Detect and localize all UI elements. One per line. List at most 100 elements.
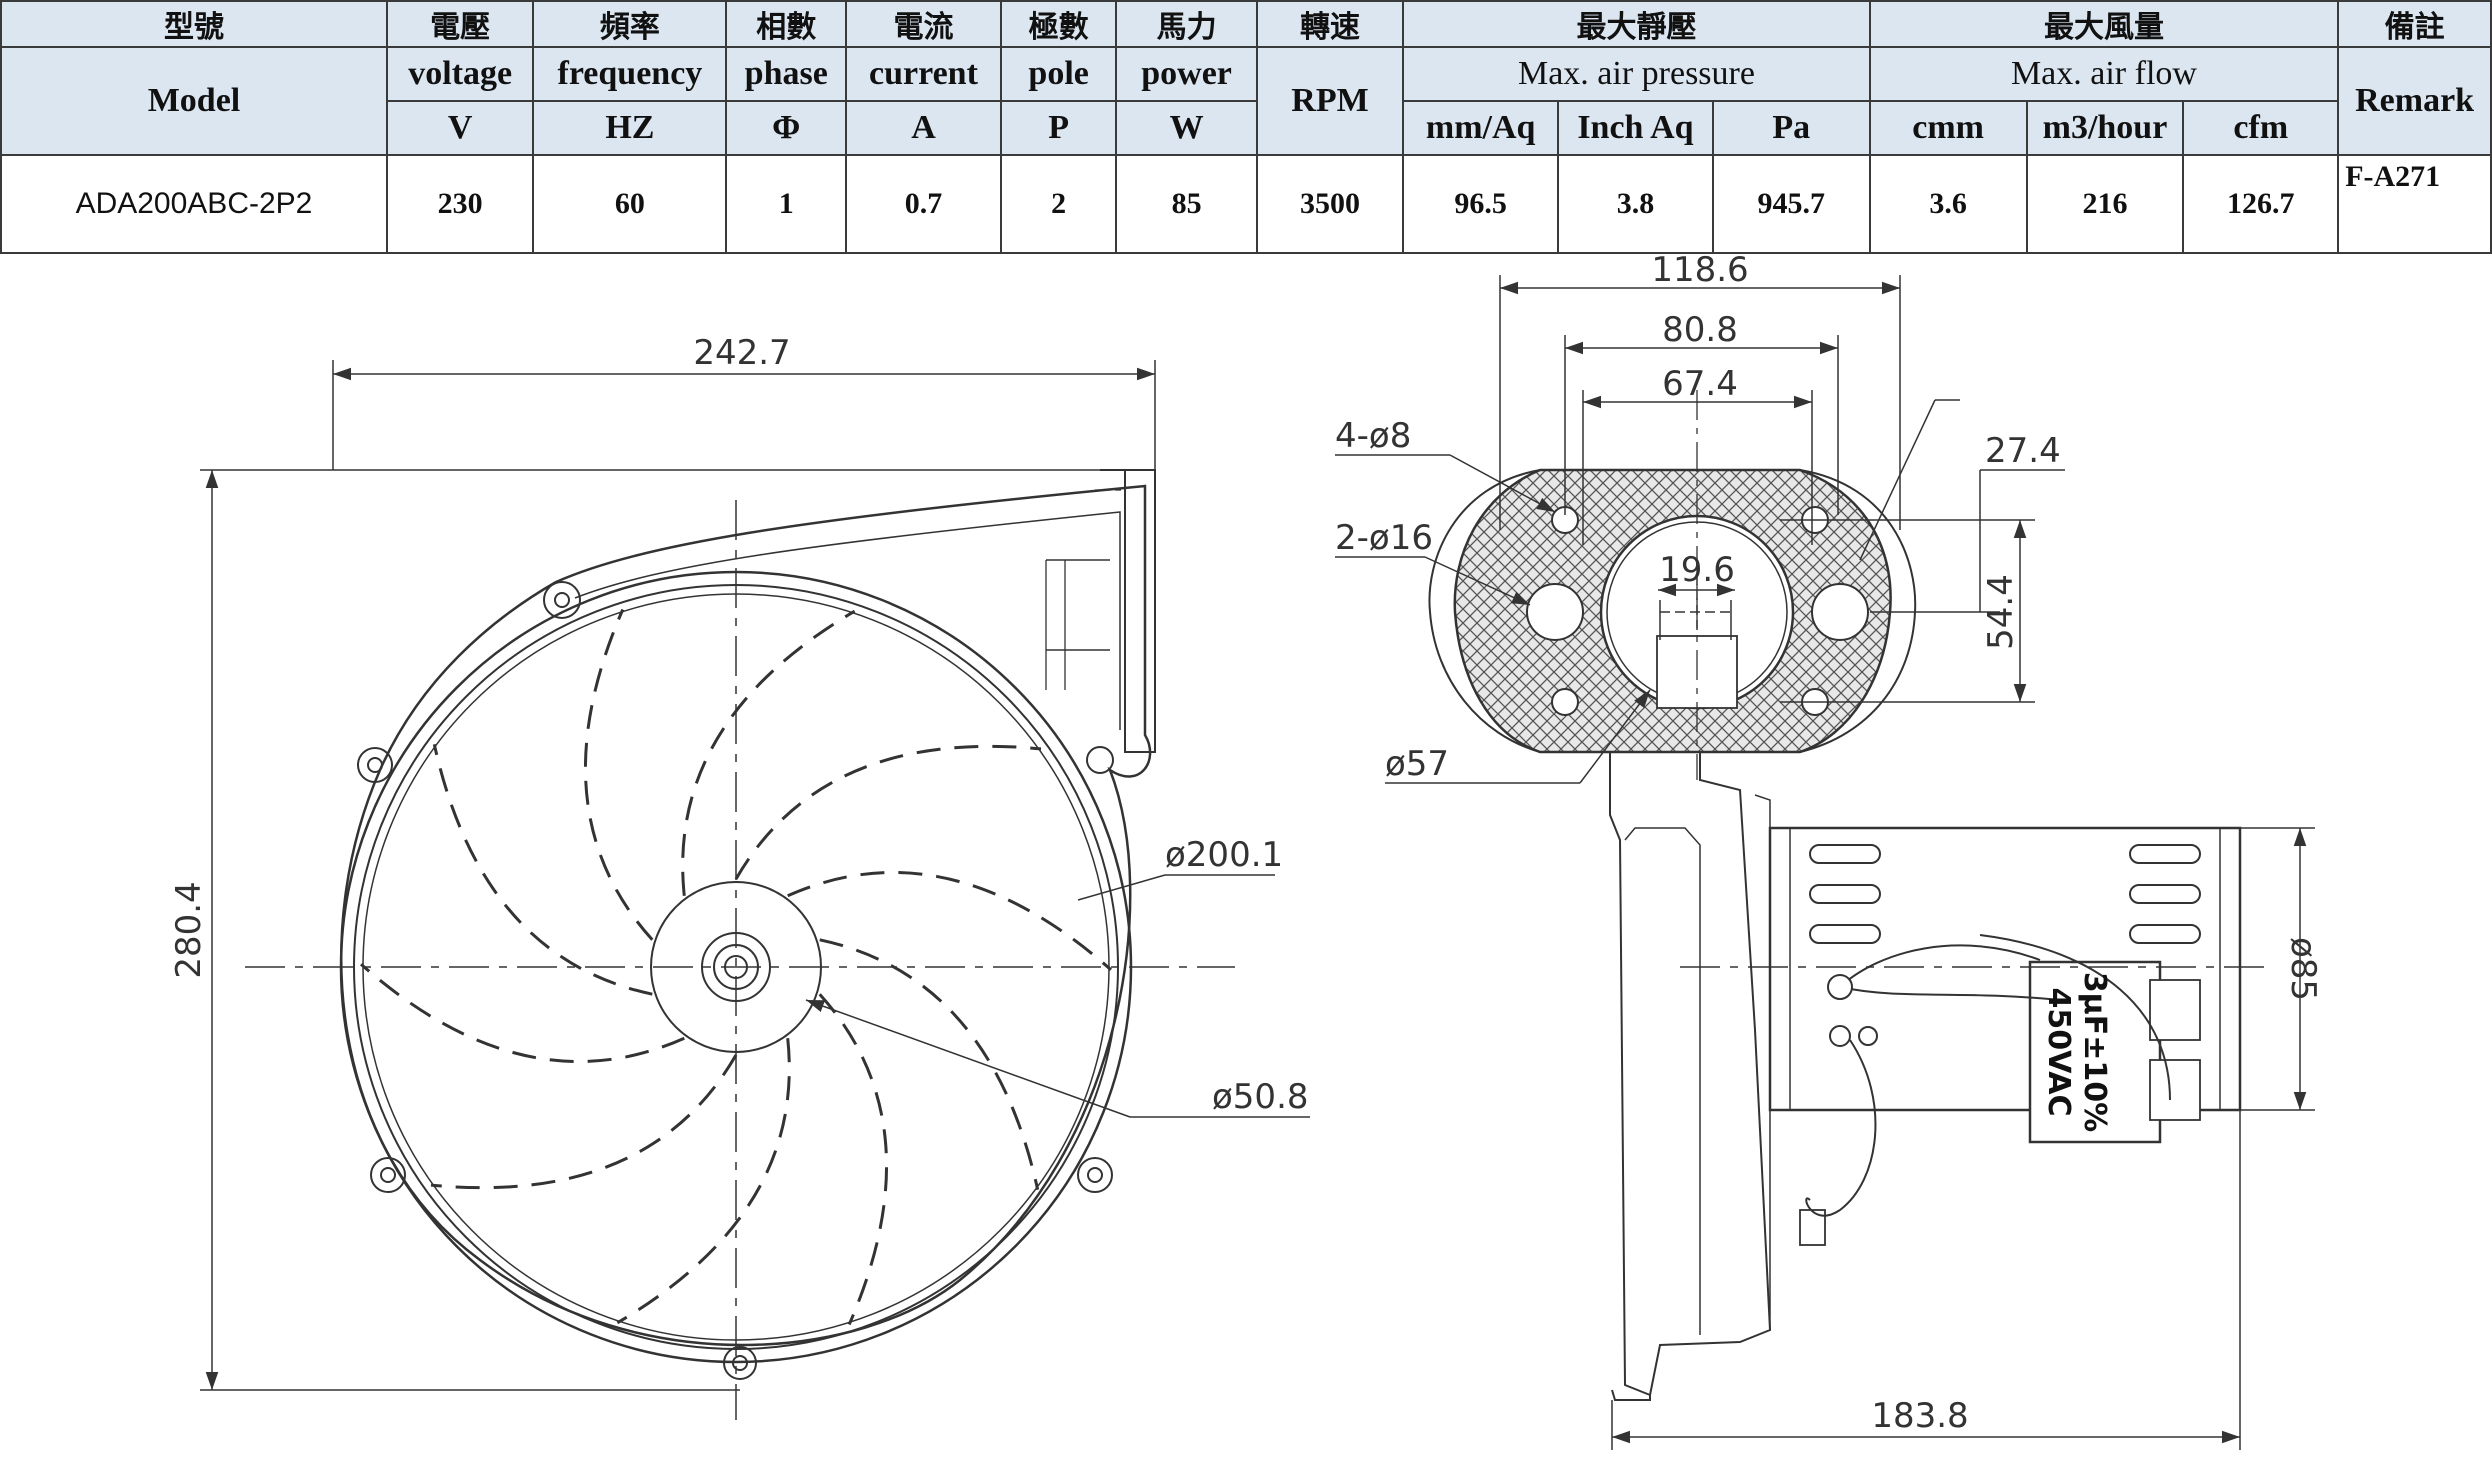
header-power: power (1115, 46, 1258, 102)
hole-large-right (1811, 583, 1869, 641)
unit-voltage: V (385, 100, 535, 156)
vent-slot (1809, 844, 1881, 864)
header-phase-zh: 相數 (725, 0, 848, 48)
leader-housing-dia (1077, 874, 1166, 901)
header-remark-zh: 備註 (2337, 0, 2492, 48)
header-rpm-zh: 轉速 (1255, 0, 1405, 48)
housing-side-inner (1624, 827, 1701, 1335)
dim-hole-pitch: 80.8 (1662, 310, 1738, 350)
value-phase: 1 (725, 154, 848, 254)
wire-grommet (1827, 974, 1853, 1000)
header-phase: phase (725, 46, 848, 102)
header-voltage-zh: 電壓 (385, 0, 535, 48)
dim-hub-dia: ø50.8 (1212, 1077, 1309, 1117)
housing-outline (340, 484, 1152, 1347)
header-model: Model (0, 46, 388, 156)
capacitor-terminal-2 (2149, 1059, 2201, 1121)
value-pa: 945.7 (1711, 154, 1871, 254)
unit-inch-aq: Inch Aq (1557, 100, 1714, 156)
front-view (200, 360, 1310, 1420)
impeller-blade (818, 993, 888, 1326)
vent-slot (1809, 924, 1881, 944)
spec-table: 型號 電壓 頻率 相數 電流 極數 馬力 轉速 最大靜壓 最大風量 備註 Mod… (0, 0, 2492, 254)
housing-side-profile (1649, 752, 1772, 1396)
mounting-ears (357, 581, 1114, 1380)
value-pole: 2 (999, 154, 1118, 254)
value-cfm: 126.7 (2182, 154, 2340, 254)
side-view (1428, 390, 2270, 1401)
ear-bottom-left (370, 1157, 406, 1193)
unit-m3-hour: m3/hour (2025, 100, 2185, 156)
header-remark: Remark (2337, 46, 2492, 156)
leader-4-holes (1449, 454, 1556, 513)
housing-inner-edge (574, 511, 1121, 730)
header-rpm: RPM (1255, 46, 1405, 156)
hole-small-bl (1551, 688, 1579, 716)
unit-pa: Pa (1711, 100, 1871, 156)
ear-top-left (543, 581, 581, 619)
ground-lug (1799, 1209, 1826, 1246)
table-row: ADA200ABC-2P2 230 60 1 0.7 2 85 3500 96.… (0, 154, 2492, 254)
dim-large-holes: 2-ø16 (1335, 518, 1433, 558)
leader-2-holes (1424, 556, 1531, 606)
wire-2 (1839, 986, 2061, 1001)
impeller-blade (584, 608, 654, 941)
dim-motor-dia: ø85 (2283, 937, 2323, 1001)
dim-front-width: 242.7 (693, 333, 790, 373)
header-frequency: frequency (532, 46, 728, 102)
ground-symbol-icon (1858, 1026, 1878, 1046)
impeller-blade (734, 744, 1042, 880)
motor-vents (1809, 844, 2201, 944)
value-cmm: 3.6 (1868, 154, 2028, 254)
unit-phase: Φ (725, 100, 848, 156)
housing-side-left (1609, 752, 1651, 1401)
capacitor-terminal-1 (2149, 979, 2201, 1041)
impeller-blade (681, 609, 856, 896)
hole-large-left (1526, 583, 1584, 641)
header-voltage: voltage (385, 46, 535, 102)
value-mm-aq: 96.5 (1402, 154, 1560, 254)
header-current: current (845, 46, 1002, 102)
value-power: 85 (1115, 154, 1258, 254)
header-frequency-zh: 頻率 (532, 0, 728, 48)
dim-depth: 183.8 (1871, 1396, 1968, 1436)
unit-current: A (845, 100, 1002, 156)
header-current-zh: 電流 (845, 0, 1002, 48)
value-rpm: 3500 (1255, 154, 1405, 254)
unit-power: W (1115, 100, 1258, 156)
dim-housing-dia: ø200.1 (1165, 835, 1283, 875)
value-model: ADA200ABC-2P2 (0, 154, 388, 254)
ear-left (357, 747, 393, 783)
leader-57 (1579, 689, 1651, 784)
impeller-blade (430, 1054, 738, 1190)
unit-pole: P (999, 100, 1118, 156)
flange-side-edge-left (1428, 469, 1541, 753)
unit-mm-aq: mm/Aq (1402, 100, 1560, 156)
leader-hub-dia (805, 999, 1131, 1118)
hub-ring (713, 944, 759, 990)
vent-slot (2129, 884, 2201, 904)
value-remark: F-A271 (2337, 154, 2492, 254)
housing-side-wall (1754, 794, 1771, 1330)
dim-offset: 27.4 (1985, 431, 2061, 471)
dim-small-holes: 4-ø8 (1335, 416, 1411, 456)
dim-front-height: 280.4 (169, 881, 209, 978)
hub-boss (701, 932, 771, 1002)
ground-screw (1829, 1025, 1851, 1047)
value-voltage: 230 (385, 154, 535, 254)
hub-outer (650, 881, 822, 1053)
vent-slot (1809, 884, 1881, 904)
impeller-blade (616, 1038, 791, 1325)
side-dimension-lines (1335, 275, 2315, 1450)
wire-1 (1839, 944, 2041, 988)
outlet-ribs-vertical (1045, 560, 1066, 690)
dim-flange-height: 54.4 (1981, 574, 2021, 650)
shaft (724, 955, 748, 979)
header-flow: Max. air flow (1868, 46, 2340, 102)
outlet-flange (1124, 469, 1156, 753)
impeller-blade (432, 743, 653, 996)
value-m3-hour: 216 (2025, 154, 2185, 254)
capacitor-voltage: 450VAC (2041, 987, 2076, 1116)
capacitor (2028, 960, 2162, 1144)
